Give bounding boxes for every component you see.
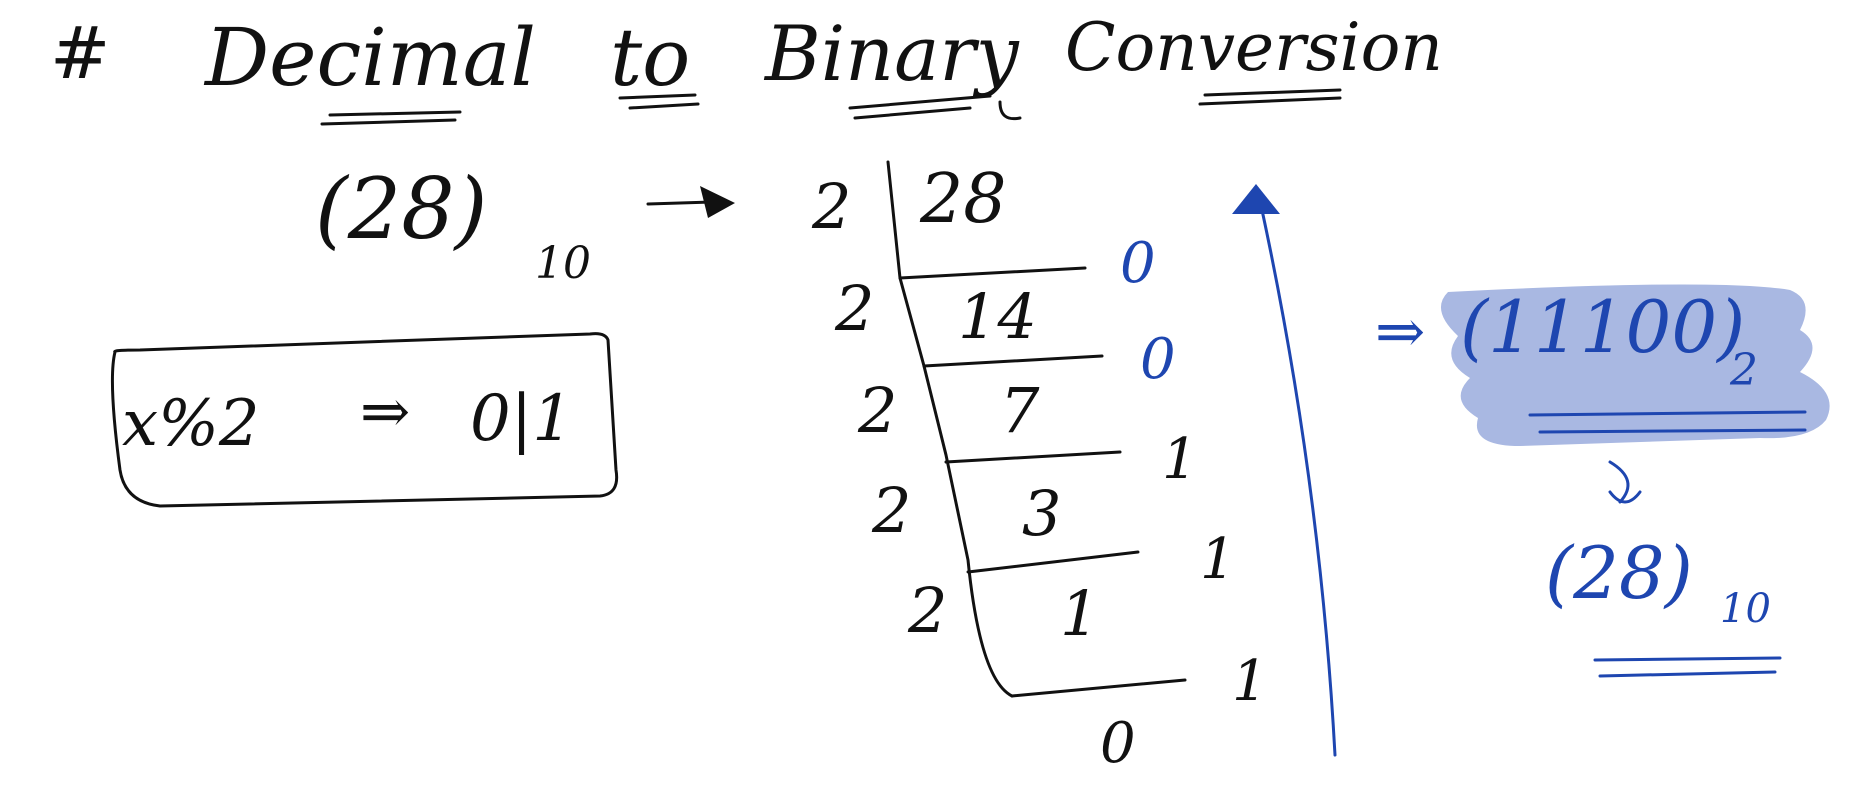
title-word-decimal: Decimal [203,11,536,104]
title-word-binary: Binary [763,9,1020,98]
title: # Decimal to Binary Conversion [50,9,1443,126]
divisor: 2 [871,474,911,547]
result-group: ⇒ (11100) 2 (28) 10 [1375,284,1830,678]
remainder: 1 [1232,649,1268,714]
rule-expression: x%2 [122,387,260,461]
division-ladder: 2 2 2 2 2 28 14 7 3 1 0 0 0 1 1 1 [811,160,1268,776]
input-number: (28) [315,160,487,258]
check-base: 10 [1720,586,1771,632]
title-underlines [320,88,1342,126]
check-number: (28) [1545,531,1693,615]
title-hash: # [50,11,110,95]
remainder: 1 [1200,527,1236,592]
down-arrow [1608,460,1642,504]
divisor: 2 [857,374,897,447]
input-number-group: (28) 10 [315,160,591,289]
divisor: 2 [834,272,874,345]
quotient: 7 [1000,374,1040,447]
title-word-conversion: Conversion [1065,9,1443,86]
read-up-arrow [1232,184,1337,757]
divisor: 2 [811,170,851,243]
divisor: 2 [907,574,947,647]
quotient: 0 [1100,711,1136,776]
input-base: 10 [535,238,591,289]
quotient: 1 [1060,577,1099,650]
highlight-blob [1440,284,1830,446]
rule-implies: ⇒ [360,377,410,447]
title-word-to: to [610,11,690,104]
result-implies: ⇒ [1375,297,1425,367]
remainder: 0 [1140,327,1176,392]
remainder: 1 [1162,427,1198,492]
quotient: 28 [919,160,1007,239]
rule-box: x%2 ⇒ 0|1 [110,332,619,508]
remainder: 0 [1120,231,1156,296]
rule-result: 0|1 [470,382,573,456]
arrow-right [646,186,735,218]
quotient: 3 [1022,477,1061,550]
binary-result-base: 2 [1729,345,1758,396]
binary-result: (11100) [1460,285,1745,369]
quotient: 14 [958,280,1037,353]
